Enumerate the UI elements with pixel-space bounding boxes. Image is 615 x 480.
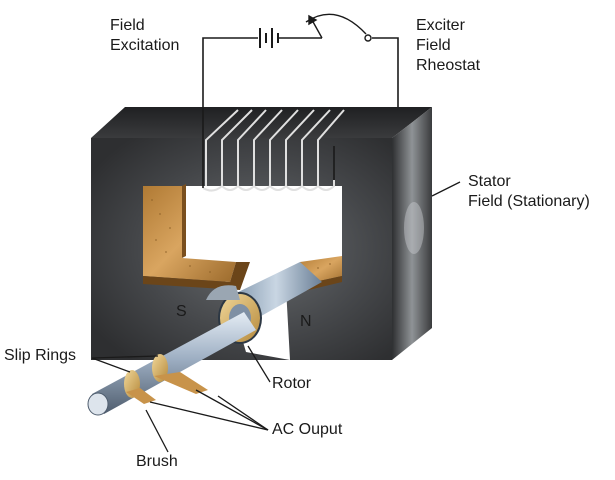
pole-north-label: N <box>300 313 312 330</box>
slip-rings-label: Slip Rings <box>4 347 77 364</box>
rheostat-line-1: Exciter <box>416 17 465 34</box>
rotor-assembly <box>87 262 322 416</box>
stator-frame <box>91 107 432 360</box>
field-excitation-label: Field Excitation <box>110 16 179 56</box>
rheostat-line-3: Rheostat <box>416 57 481 74</box>
excitation-circuit <box>202 37 399 188</box>
exciter-field-rheostat-label: Exciter Field Rheostat <box>416 16 480 76</box>
leader-lines <box>91 181 461 453</box>
rheostat-symbol <box>300 13 372 42</box>
stator-line-2: Field (Stationary) <box>468 193 590 210</box>
field-coil <box>202 109 345 192</box>
stator-label: Stator Field (Stationary) <box>468 172 590 212</box>
pole-south-label: S <box>176 303 187 320</box>
ac-output-label: AC Ouput <box>272 421 343 438</box>
brush-right <box>154 372 208 394</box>
field-excitation-line-2: Excitation <box>110 37 180 54</box>
stator-line-1: Stator <box>468 173 511 190</box>
field-excitation-line-1: Field <box>110 17 145 34</box>
brush-left <box>126 388 156 404</box>
rheostat-line-2: Field <box>416 37 451 54</box>
rotor-label: Rotor <box>272 375 312 392</box>
brush-label: Brush <box>136 453 178 470</box>
battery-symbol <box>259 28 279 48</box>
